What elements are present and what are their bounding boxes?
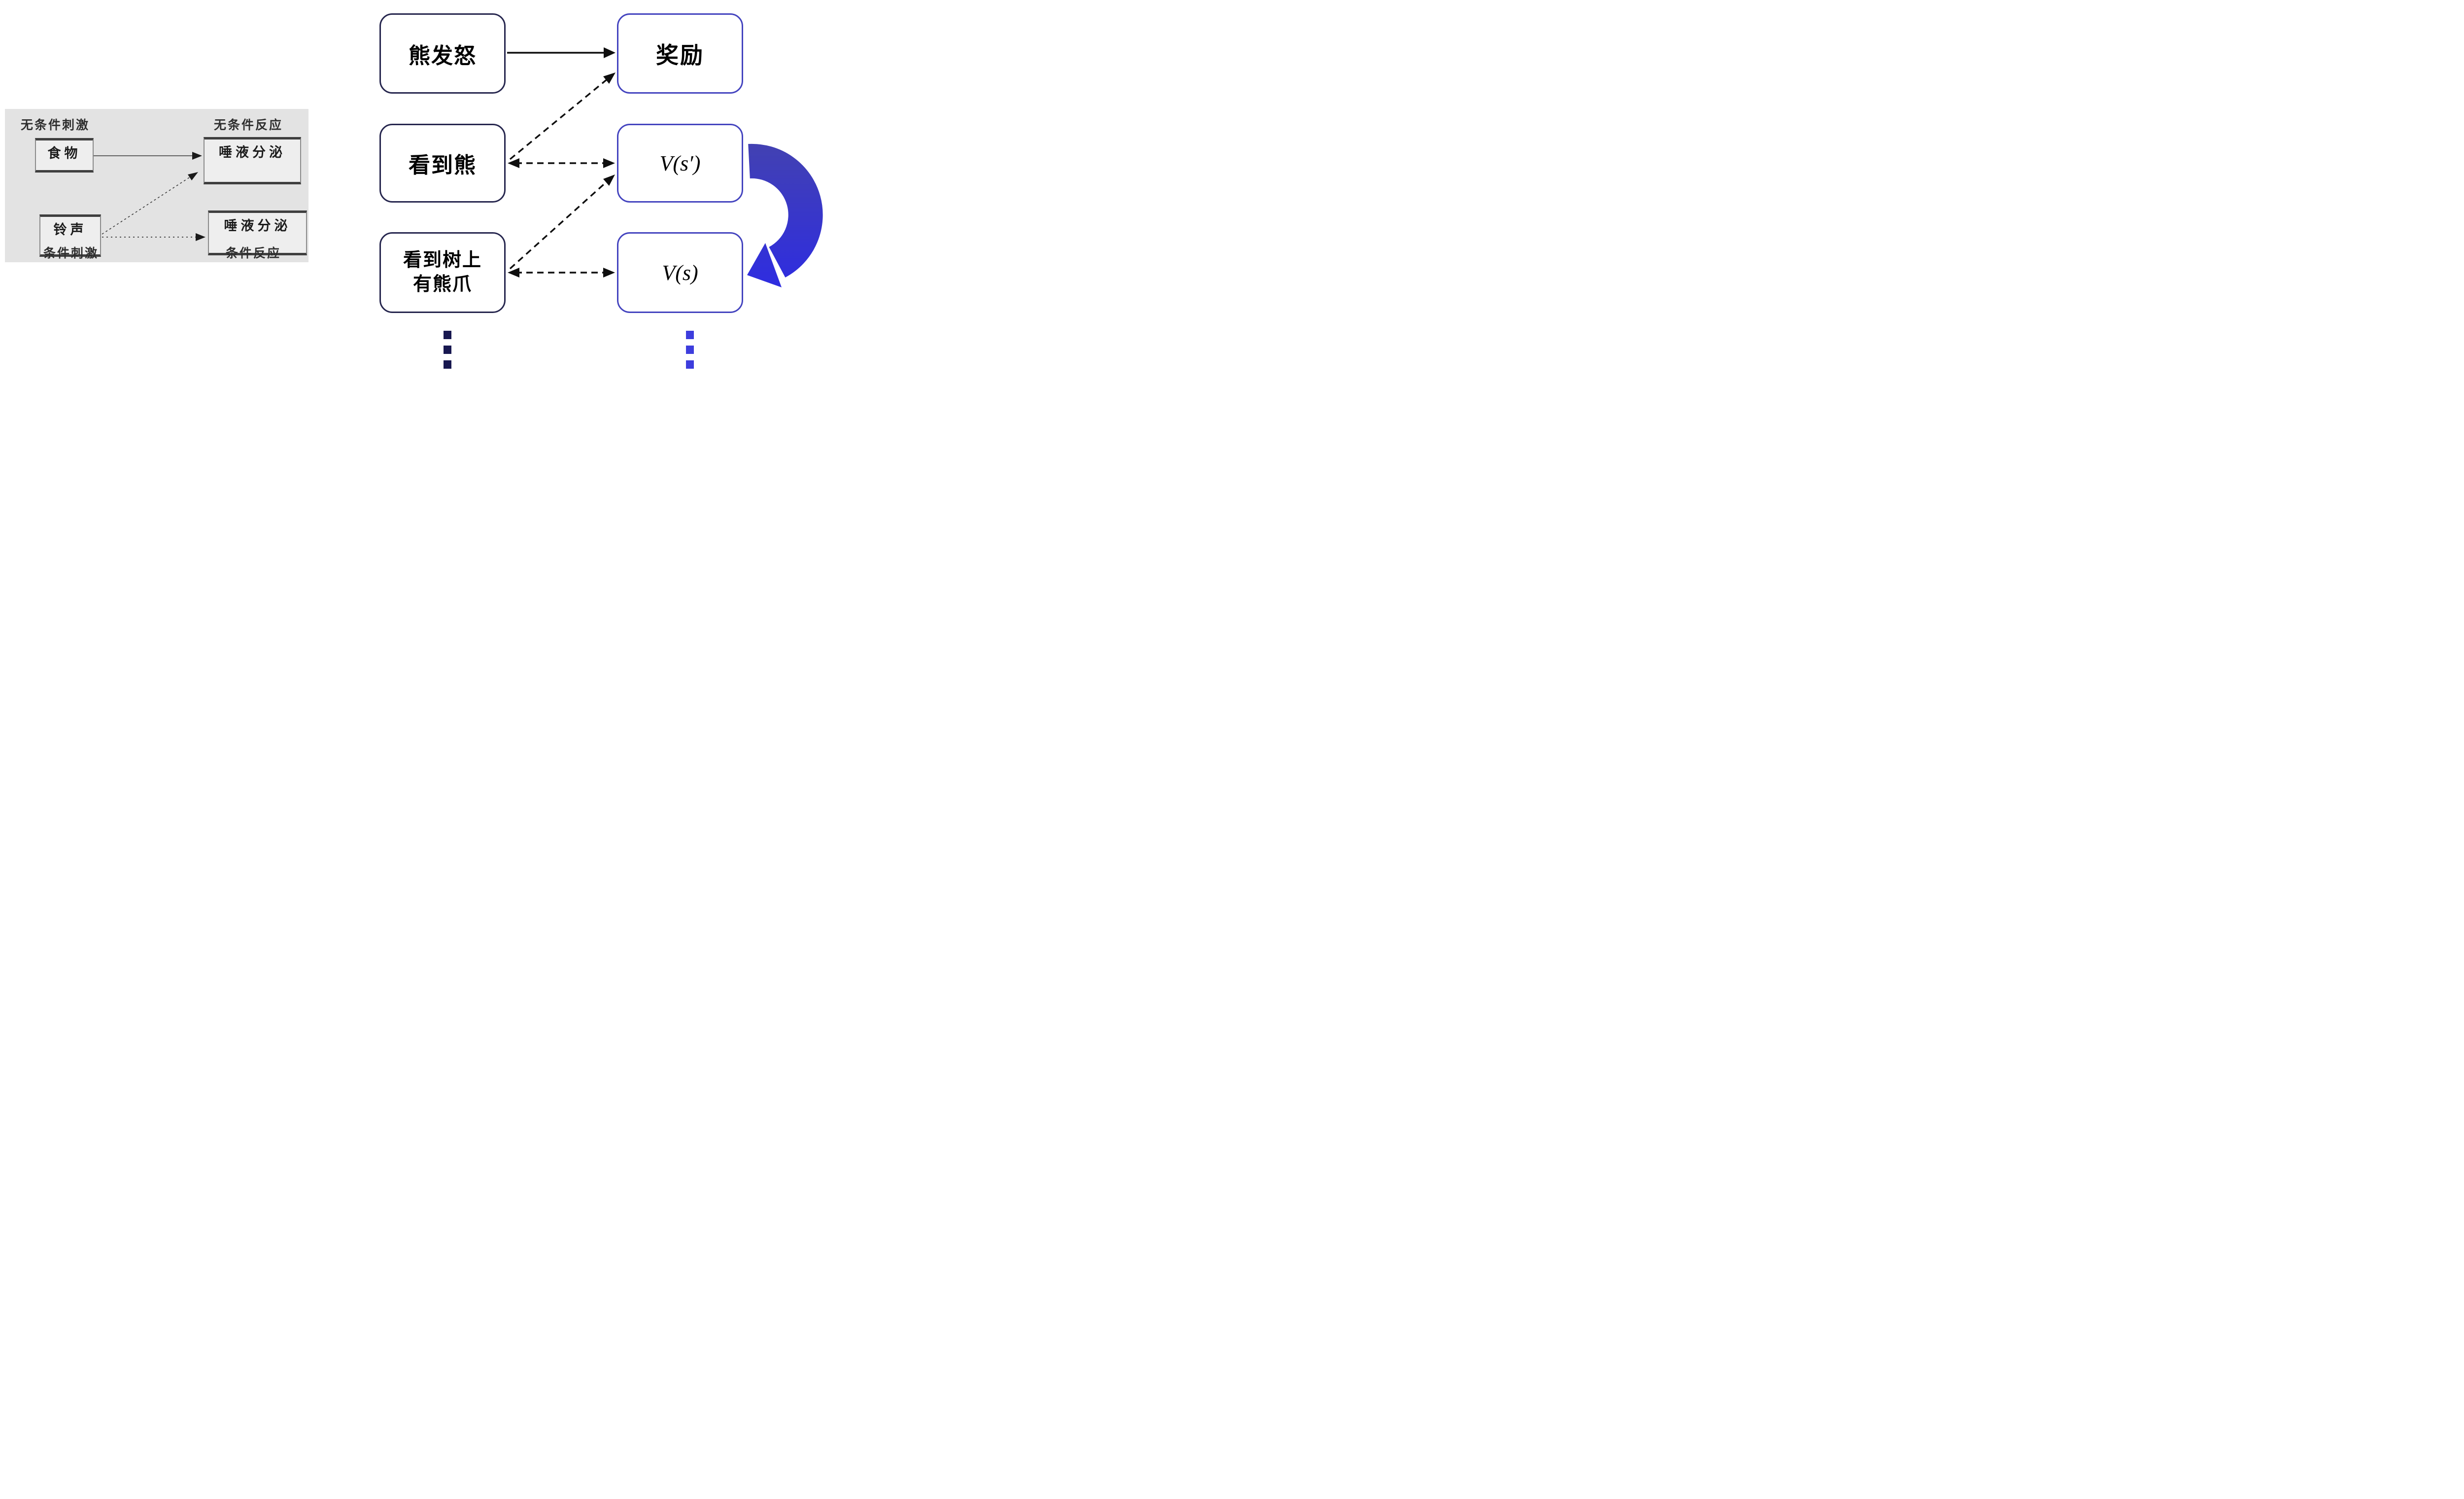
box-see-bear-claws-line1: 看到树上 bbox=[403, 250, 482, 271]
ellipsis-dot bbox=[444, 346, 451, 354]
box-value-current-state: V(s) bbox=[617, 232, 743, 313]
ellipsis-dot bbox=[686, 331, 694, 339]
label-unconditioned-response: 无条件反应 bbox=[214, 118, 283, 132]
box-bear-angry-label: 熊发怒 bbox=[409, 43, 477, 68]
box-value-next-state-label: V(s′) bbox=[659, 151, 701, 175]
label-conditioned-stimulus: 条件刺激 bbox=[43, 246, 99, 260]
arrow-see-claws-to-value-next bbox=[509, 174, 615, 270]
cycle-arrow-icon bbox=[747, 143, 823, 287]
ellipsis-dot bbox=[686, 346, 694, 354]
box-see-bear-claws: 看到树上 有熊爪 bbox=[379, 232, 506, 313]
box-reward-label: 奖励 bbox=[656, 42, 704, 68]
box-salivation-top: 唾液分泌 bbox=[204, 137, 301, 184]
box-bear-angry: 熊发怒 bbox=[379, 13, 506, 94]
classical-conditioning-panel: 无条件刺激 无条件反应 食物 唾液分泌 铃声 唾液分泌 条件刺激 条件反应 bbox=[5, 109, 308, 262]
box-food-label: 食物 bbox=[47, 146, 81, 161]
box-salivation-bottom: 唾液分泌 bbox=[208, 210, 307, 255]
vertical-ellipsis-right bbox=[686, 331, 694, 369]
arrow-see-claws-value-current bbox=[508, 268, 615, 278]
box-salivation-top-label: 唾液分泌 bbox=[219, 145, 286, 160]
arrow-see-bear-value-next bbox=[508, 158, 615, 168]
box-see-bear-claws-line2: 有熊爪 bbox=[412, 274, 472, 295]
vertical-ellipsis-left bbox=[444, 331, 451, 369]
box-reward: 奖励 bbox=[617, 13, 743, 94]
box-see-bear-label: 看到熊 bbox=[409, 153, 477, 177]
box-value-next-state: V(s′) bbox=[617, 124, 743, 203]
arrow-bear-angry-to-reward bbox=[507, 47, 616, 58]
box-value-current-state-label: V(s) bbox=[662, 260, 698, 285]
box-see-bear: 看到熊 bbox=[379, 124, 506, 203]
box-salivation-bottom-label: 唾液分泌 bbox=[224, 218, 291, 233]
box-bell-label: 铃声 bbox=[53, 222, 87, 237]
arrow-see-bear-to-reward bbox=[509, 72, 616, 160]
label-conditioned-response: 条件反应 bbox=[226, 246, 281, 260]
ellipsis-dot bbox=[444, 331, 451, 339]
ellipsis-dot bbox=[444, 360, 451, 369]
td-learning-vs-conditioning-diagram: 无条件刺激 无条件反应 食物 唾液分泌 铃声 唾液分泌 条件刺激 条件反应 熊发… bbox=[0, 0, 827, 375]
box-food: 食物 bbox=[35, 138, 94, 173]
ellipsis-dot bbox=[686, 360, 694, 369]
label-unconditioned-stimulus: 无条件刺激 bbox=[21, 118, 90, 132]
box-bell: 铃声 bbox=[39, 214, 101, 257]
